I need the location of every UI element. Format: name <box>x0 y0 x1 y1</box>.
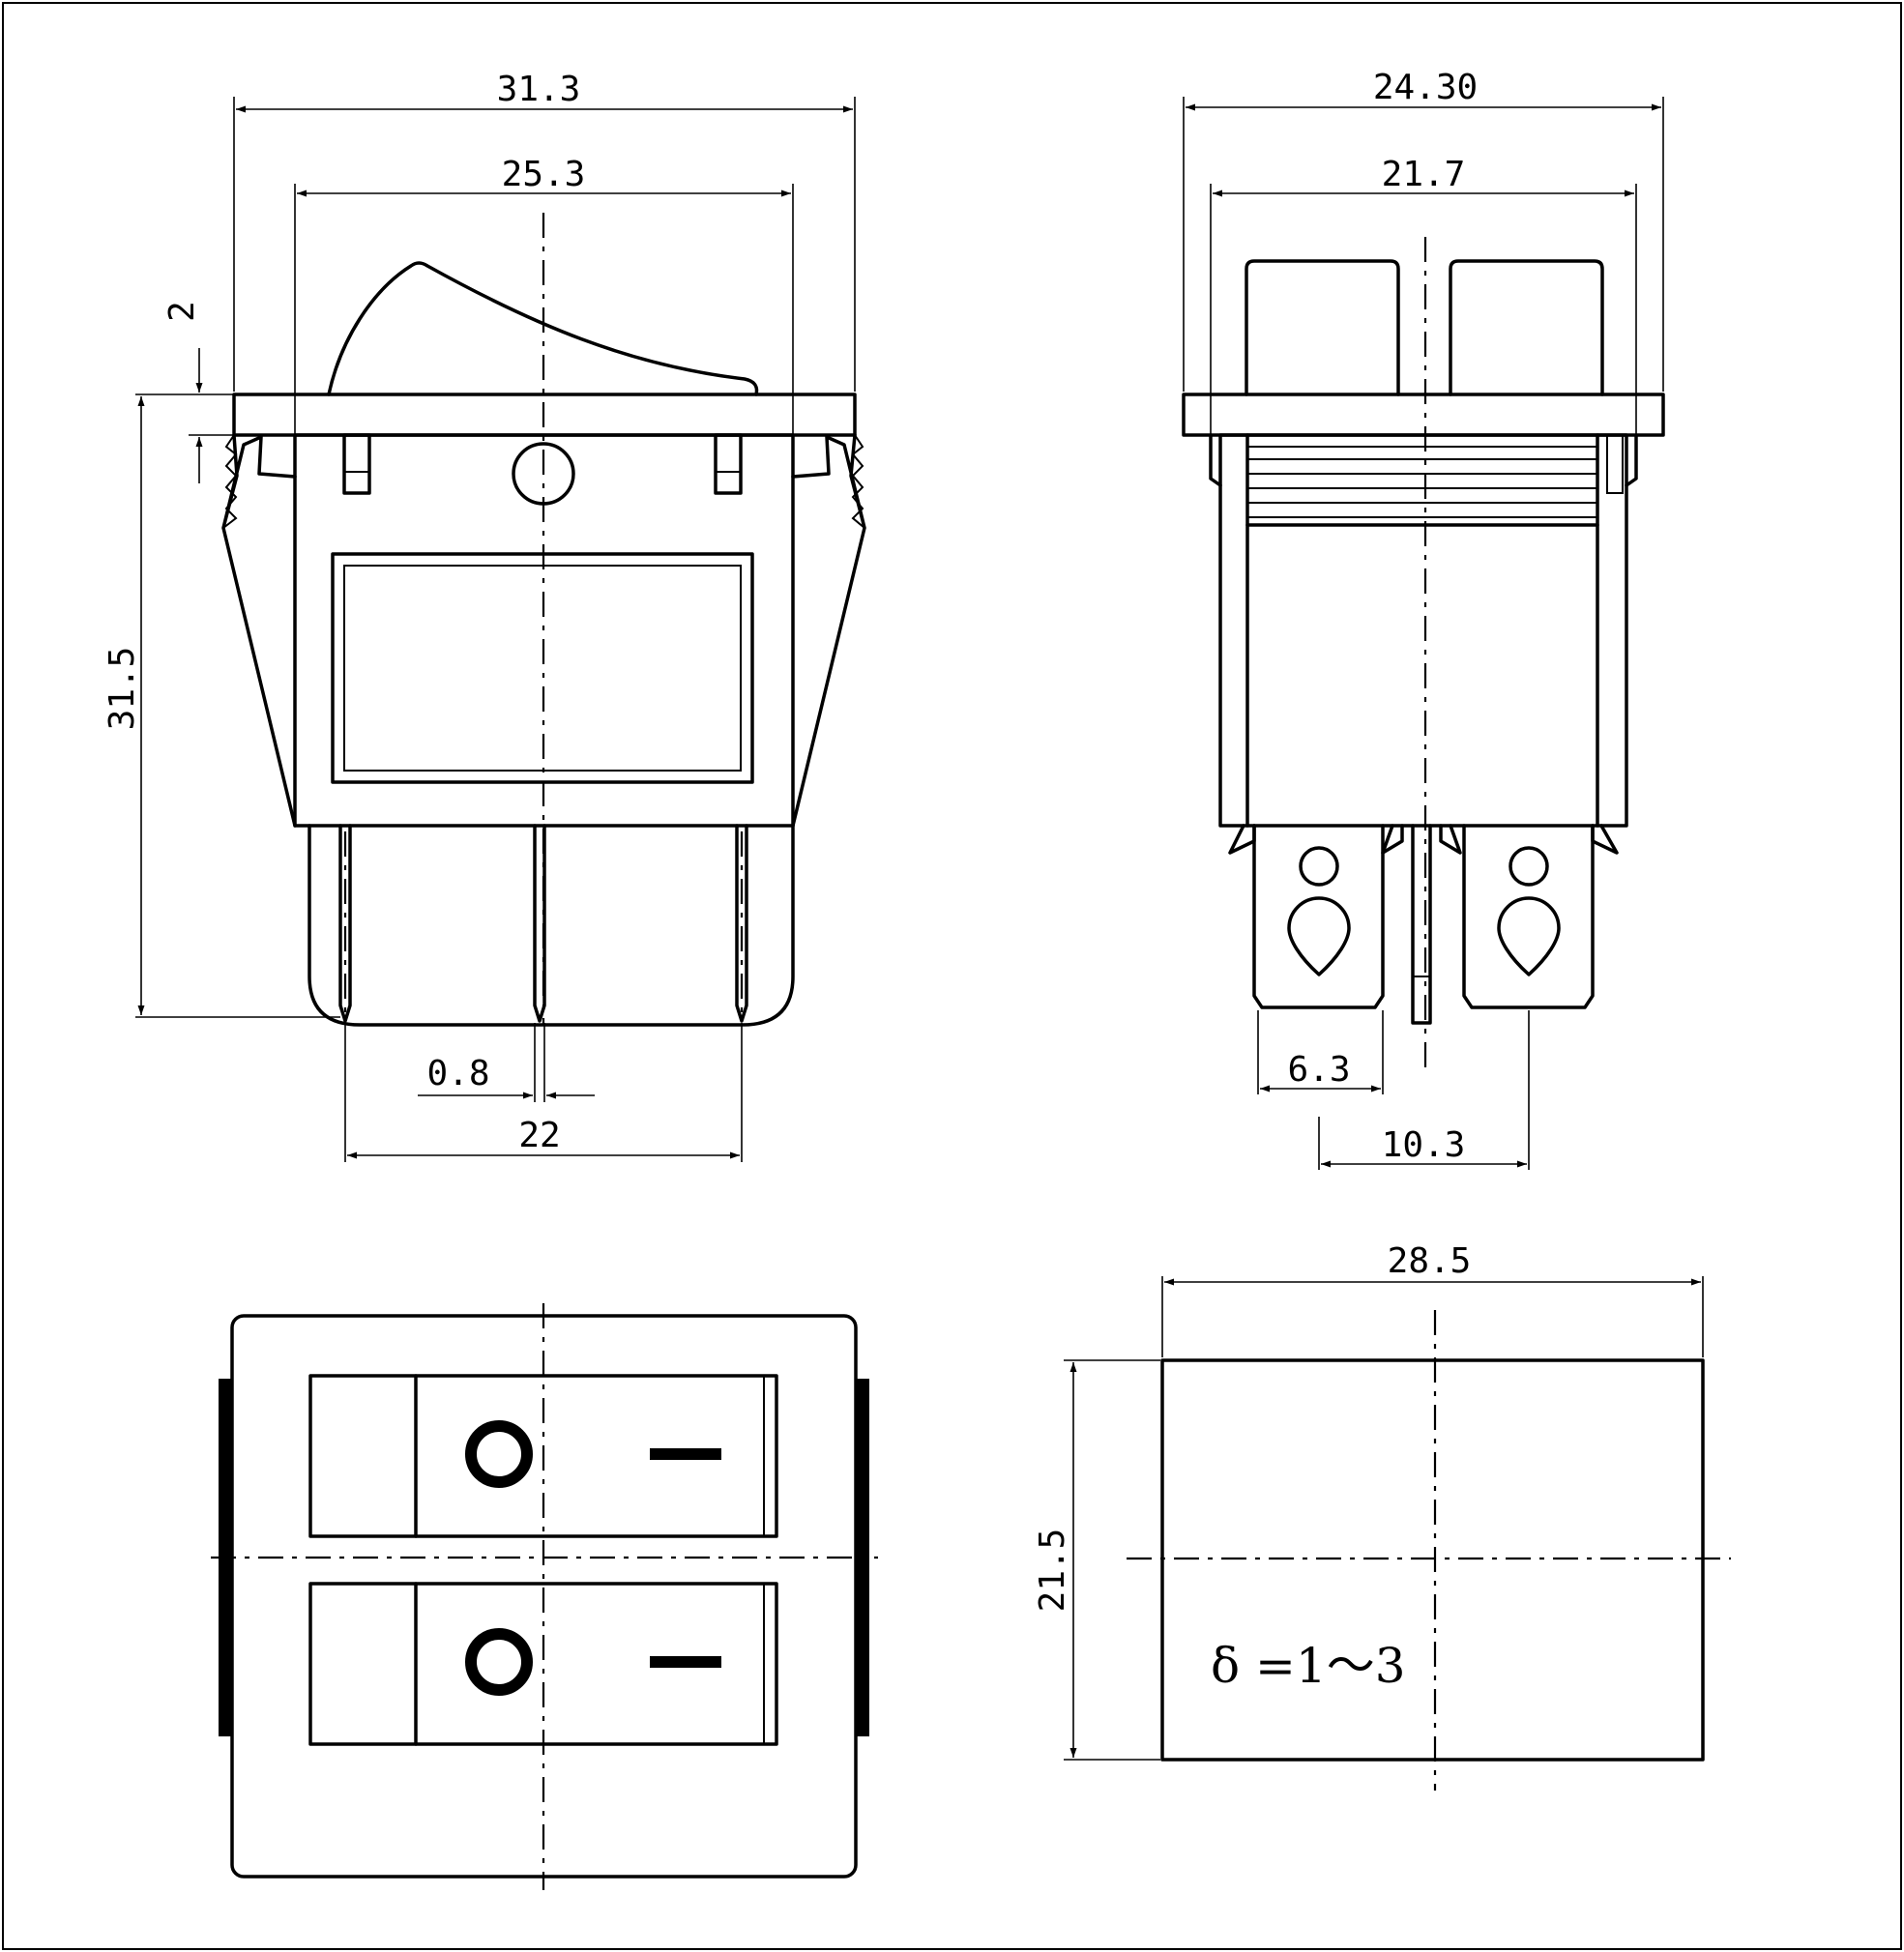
side-body <box>1218 433 1628 828</box>
panel-cutout: 28.5 21.5 δ =1～3 <box>1033 1241 1731 1791</box>
front-view <box>221 213 866 1027</box>
snap-clip-right <box>791 433 866 828</box>
dim-flange-thickness: 2 <box>162 301 202 322</box>
cutout-rect <box>1160 1358 1705 1762</box>
side-ribs <box>1245 446 1599 527</box>
dim-terminal-spacing: 10.3 <box>1382 1125 1466 1165</box>
actuator-left <box>1245 259 1400 396</box>
top-view <box>211 1303 878 1890</box>
dim-side-body-width: 21.7 <box>1382 155 1466 194</box>
post-right <box>714 433 743 495</box>
side-flange <box>1182 393 1665 437</box>
off-symbol-icon <box>465 1628 533 1696</box>
actuator-right <box>1449 259 1604 396</box>
dim-flange-width: 24.30 <box>1373 68 1478 107</box>
front-dimensions: 31.3 25.3 2 31.5 0.8 22 <box>103 70 856 1162</box>
dim-body-width: 25.3 <box>502 155 586 194</box>
panel-thickness-note: δ =1～3 <box>1211 1638 1406 1694</box>
terminal-housing <box>308 824 795 1027</box>
center-pin <box>1411 824 1432 1025</box>
dim-cutout-width: 28.5 <box>1388 1241 1472 1281</box>
on-symbol-icon <box>650 1448 721 1460</box>
terminal-right <box>735 824 748 1023</box>
dim-overall-height: 31.5 <box>103 647 142 731</box>
side-dimensions: 24.30 21.7 6.3 10.3 <box>1183 68 1664 1170</box>
dim-terminal-pitch: 22 <box>518 1116 560 1155</box>
dim-terminal-width: 6.3 <box>1287 1050 1350 1090</box>
snap-clip-left <box>221 433 297 828</box>
dim-cutout-height: 21.5 <box>1033 1529 1072 1613</box>
post-left <box>342 433 371 495</box>
side-view <box>1182 237 1665 1068</box>
off-symbol-icon <box>465 1420 533 1488</box>
terminal-left <box>338 824 352 1023</box>
side-terminal-left <box>1252 824 1385 1009</box>
dim-overall-width: 31.3 <box>497 70 581 109</box>
on-symbol-icon <box>650 1656 721 1668</box>
rocker-actuator <box>327 261 759 396</box>
side-terminal-right <box>1462 824 1595 1009</box>
dim-terminal-thickness: 0.8 <box>426 1054 489 1093</box>
